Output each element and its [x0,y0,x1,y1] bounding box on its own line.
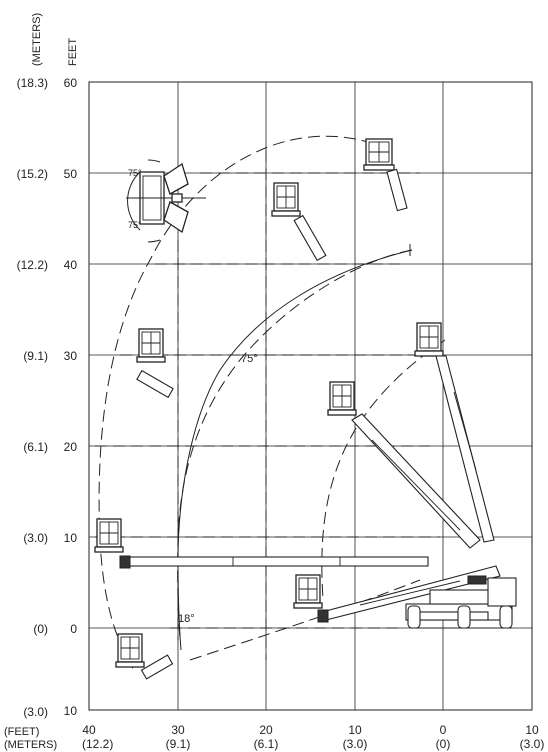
y-feet-tick: 60 [64,76,78,90]
lower-envelope-arc [189,579,421,661]
rotator-75-top-label: 75° [128,168,142,178]
x-feet-tick: 20 [259,723,273,737]
y-meter-tick: (15.2) [17,167,48,181]
boom-sections [119,355,501,623]
y-meter-tick: (0) [33,622,48,636]
platform-top-right [363,138,408,212]
x-meter-tick: (3.0) [520,737,545,751]
y-feet-tick: 10 [64,531,78,545]
y-feet-tick: 40 [64,258,78,272]
platform-below-ground [115,633,174,680]
x-feet-tick-labels: 40 30 20 10 0 10 [82,723,539,737]
y-axis-feet-unit: FEET [67,38,79,66]
x-feet-tick: 0 [440,723,447,737]
aerial-lift-base [405,575,517,629]
x-meter-tick: (9.1) [166,737,191,751]
angle-18-label: 18° [178,613,195,625]
x-meter-tick: (3.0) [343,737,368,751]
y-feet-tick: 20 [64,440,78,454]
y-meter-tick: (9.1) [23,349,48,363]
platform-low-mid [293,574,323,609]
x-meter-tick: (6.1) [254,737,279,751]
diagram-frame [88,81,533,711]
platform-horizontal-extended [94,518,124,553]
grid-dashed [95,150,440,660]
y-meter-tick: (18.3) [17,76,48,90]
y-feet-tick: 10 [64,704,78,718]
y-feet-tick-labels: 60 50 40 30 20 10 0 10 [64,76,78,718]
x-feet-tick: 30 [171,723,185,737]
x-axis-meters-unit: (METERS) [4,739,57,751]
x-feet-tick: 10 [348,723,362,737]
outer-envelope-arc [98,135,391,673]
x-feet-tick: 40 [82,723,96,737]
y-feet-tick: 30 [64,349,78,363]
platform-rotation-top-view [126,159,206,243]
platform-right-high [414,322,444,357]
inner-envelope-arc [321,339,446,601]
x-axis-feet-unit: (FEET) [4,726,39,738]
inner-boom-arc [177,249,413,651]
x-meter-tick: (12.2) [82,737,113,751]
work-envelope-curves [98,135,446,673]
y-meter-tick: (3.0) [23,531,48,545]
platform-mid [327,381,357,416]
y-feet-tick: 50 [64,167,78,181]
x-meter-tick-labels: (9.1) (6.1) (3.0) (0) (3.0) [166,737,545,751]
y-feet-tick: 0 [70,622,77,636]
platform-upper-mid [271,182,327,262]
y-meter-tick-labels: (18.3) (15.2) (12.2) (9.1) (6.1) (3.0) (… [17,76,48,719]
platform-left-high [136,328,174,399]
x-meter-tick: (0) [436,737,451,751]
angle-75-label: 75° [241,353,258,365]
y-axis-meters-unit: (METERS) [31,13,43,66]
y-meter-tick: (12.2) [17,258,48,272]
x-feet-tick: 10 [525,723,539,737]
y-meter-tick: (3.0) [23,705,48,719]
y-meter-tick: (6.1) [23,440,48,454]
